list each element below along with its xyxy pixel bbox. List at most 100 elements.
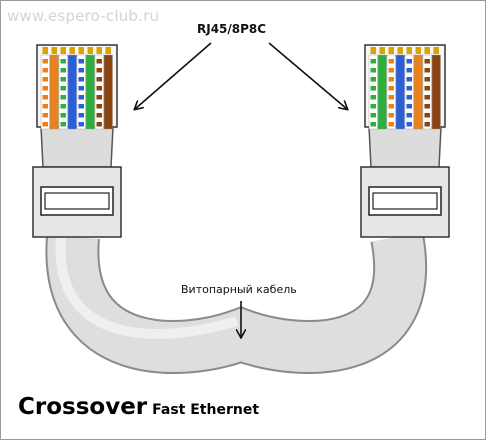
wire-stripe: [424, 95, 430, 100]
wire-left-7: [94, 54, 104, 130]
wire-left-4: [67, 54, 77, 130]
wire-stripe: [388, 122, 394, 127]
arrow-to-left-connector: [135, 42, 212, 109]
connector-right-wires: [368, 54, 441, 130]
pin-right-2: [379, 47, 385, 54]
wire-stripe: [42, 59, 48, 64]
wire-stripe: [388, 86, 394, 91]
pin-right-1: [370, 47, 376, 54]
wire-stripe: [406, 86, 412, 91]
wire-stripe: [388, 68, 394, 73]
wire-stripe: [78, 95, 84, 100]
wire-stripe: [388, 59, 394, 64]
wire-right-2: [377, 54, 387, 130]
pin-right-6: [415, 47, 421, 54]
wire-stripe: [78, 59, 84, 64]
wire-stripe: [42, 77, 48, 82]
wire-stripe: [424, 77, 430, 82]
wire-stripe: [370, 77, 376, 82]
wire-stripe: [370, 122, 376, 127]
wire-right-6: [413, 54, 423, 130]
connector-label: RJ45/8P8C: [197, 22, 267, 36]
wire-stripe: [78, 86, 84, 91]
pin-right-8: [433, 47, 439, 54]
wire-stripe: [96, 68, 102, 73]
wire-stripe: [60, 104, 66, 109]
wire-stripe: [406, 113, 412, 118]
wire-stripe: [406, 77, 412, 82]
title-main: Crossover: [18, 394, 148, 420]
wire-right-8: [431, 54, 441, 130]
wire-stripe: [96, 86, 102, 91]
wire-left-2: [49, 54, 59, 130]
pin-right-7: [424, 47, 430, 54]
pin-left-3: [60, 47, 66, 54]
wire-stripe: [424, 59, 430, 64]
wire-stripe: [42, 95, 48, 100]
wire-stripe: [370, 59, 376, 64]
wire-stripe: [388, 113, 394, 118]
wire-left-6: [85, 54, 95, 130]
wire-stripe: [60, 77, 66, 82]
wire-stripe: [96, 113, 102, 118]
wire-stripe: [96, 77, 102, 82]
wire-stripe: [42, 122, 48, 127]
pin-left-2: [51, 47, 57, 54]
wire-stripe: [60, 95, 66, 100]
wire-left-3: [58, 54, 68, 130]
pin-left-6: [87, 47, 93, 54]
wire-stripe: [78, 122, 84, 127]
wire-right-7: [422, 54, 432, 130]
wire-stripe: [424, 68, 430, 73]
wire-stripe: [42, 113, 48, 118]
wire-stripe: [60, 68, 66, 73]
pin-left-1: [42, 47, 48, 54]
wire-right-5: [404, 54, 414, 130]
wire-right-3: [386, 54, 396, 130]
pin-right-4: [397, 47, 403, 54]
title-sub: Fast Ethernet: [152, 402, 260, 418]
wire-stripe: [78, 77, 84, 82]
wire-stripe: [370, 95, 376, 100]
wire-left-8: [103, 54, 113, 130]
wire-right-1: [368, 54, 378, 130]
pin-right-5: [406, 47, 412, 54]
connector-right: [360, 44, 450, 238]
wire-stripe: [370, 68, 376, 73]
wire-stripe: [424, 86, 430, 91]
watermark: www.espero-club.ru: [7, 7, 160, 25]
wire-stripe: [78, 113, 84, 118]
wire-stripe: [60, 86, 66, 91]
wire-stripe: [406, 95, 412, 100]
connector-right-pins: [370, 47, 439, 54]
wire-stripe: [96, 95, 102, 100]
wire-stripe: [78, 68, 84, 73]
wire-stripe: [424, 104, 430, 109]
pin-right-3: [388, 47, 394, 54]
connector-left-boot: [40, 126, 114, 168]
wire-stripe: [60, 59, 66, 64]
wire-stripe: [406, 68, 412, 73]
wire-stripe: [78, 104, 84, 109]
wire-stripe: [388, 77, 394, 82]
connector-left-wires: [40, 54, 113, 130]
wire-stripe: [388, 95, 394, 100]
pin-left-7: [96, 47, 102, 54]
wire-stripe: [424, 113, 430, 118]
wire-stripe: [406, 59, 412, 64]
wire-stripe: [60, 122, 66, 127]
wire-stripe: [42, 86, 48, 91]
wire-stripe: [424, 122, 430, 127]
arrow-to-right-connector: [268, 42, 347, 109]
wire-left-1: [40, 54, 50, 130]
connector-left-pins: [42, 47, 111, 54]
wire-stripe: [42, 68, 48, 73]
wire-stripe: [96, 122, 102, 127]
wire-stripe: [60, 113, 66, 118]
wire-stripe: [370, 113, 376, 118]
cable-label: Витопарный кабель: [181, 283, 297, 296]
pin-left-4: [69, 47, 75, 54]
